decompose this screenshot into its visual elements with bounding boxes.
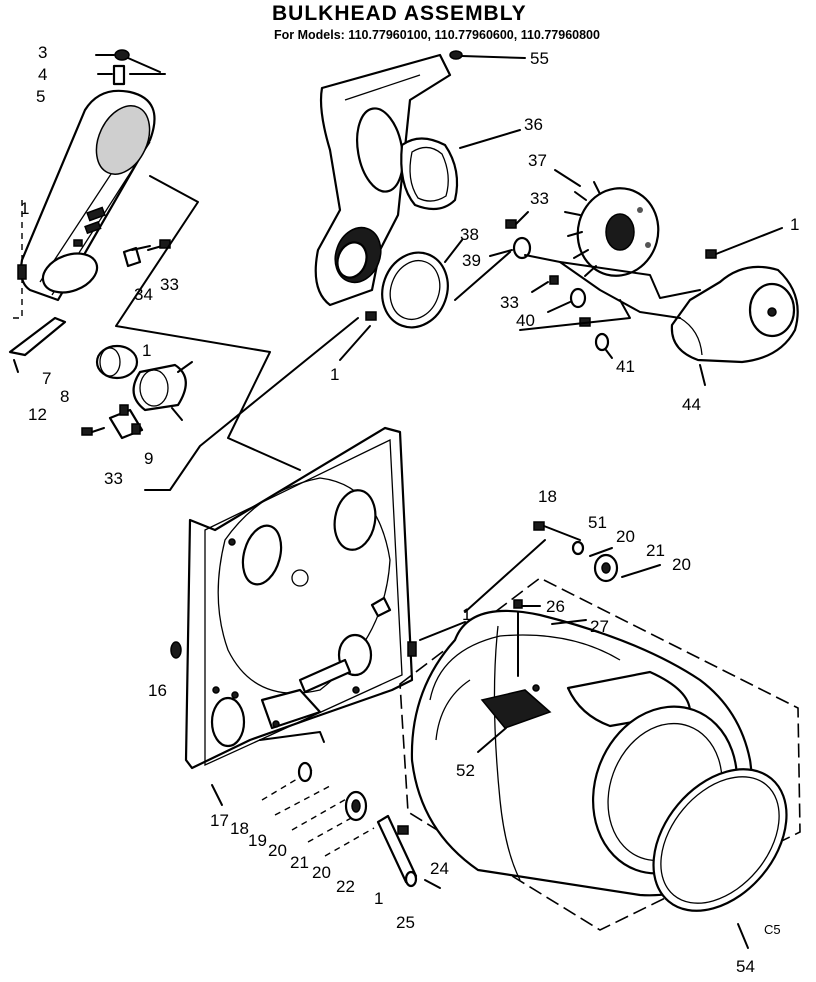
callout-25: 25 xyxy=(396,913,415,932)
callout-18: 18 xyxy=(230,819,249,838)
felt-pad-16 xyxy=(170,641,182,659)
callout-33: 33 xyxy=(104,469,123,488)
callout-4: 4 xyxy=(38,65,47,84)
screw-1-housing xyxy=(339,311,377,361)
gasket-36 xyxy=(400,129,521,211)
screw-55 xyxy=(449,50,526,60)
screw-1-right xyxy=(705,227,783,259)
clip-4 xyxy=(97,64,166,86)
callout-27: 27 xyxy=(590,617,609,636)
callout-55: 55 xyxy=(530,49,549,68)
callout-38: 38 xyxy=(460,225,479,244)
callout-51: 51 xyxy=(588,513,607,532)
callout-3: 3 xyxy=(38,43,47,62)
callout-21: 21 xyxy=(646,541,665,560)
callout-1: 1 xyxy=(330,365,339,384)
callout-1: 1 xyxy=(142,341,151,360)
callout-37: 37 xyxy=(528,151,547,170)
screw-26 xyxy=(513,599,541,677)
front-bulkhead-panel xyxy=(184,426,414,770)
sensor-7 xyxy=(95,344,139,380)
roller-assembly-rear xyxy=(464,521,661,613)
callout-20: 20 xyxy=(268,841,287,860)
callout-39: 39 xyxy=(462,251,481,270)
impeller-37 xyxy=(554,169,660,277)
callout-33: 33 xyxy=(500,293,519,312)
corner-code: C5 xyxy=(764,922,781,937)
baffle-52 xyxy=(477,727,507,753)
callout-41: 41 xyxy=(616,357,635,376)
callout-22: 22 xyxy=(336,877,355,896)
callout-20: 20 xyxy=(672,555,691,574)
callout-34: 34 xyxy=(134,285,153,304)
callout-9: 9 xyxy=(144,449,153,468)
callout-44: 44 xyxy=(682,395,701,414)
screw-41 xyxy=(579,317,613,359)
blower-housing-44 xyxy=(670,265,799,386)
callout-26: 26 xyxy=(546,597,565,616)
duct-cover-part xyxy=(19,89,156,302)
callout-40: 40 xyxy=(516,311,535,330)
callout-8: 8 xyxy=(60,387,69,406)
callout-7: 7 xyxy=(42,369,51,388)
roller-shaft-24 xyxy=(376,814,441,889)
callout-18: 18 xyxy=(538,487,557,506)
screw-33-d xyxy=(531,275,559,293)
callout-1: 1 xyxy=(20,199,29,218)
model-list: For Models: 110.77960100, 110.77960600, … xyxy=(274,28,600,42)
callout-16: 16 xyxy=(148,681,167,700)
callout-12: 12 xyxy=(28,405,47,424)
callout-20: 20 xyxy=(312,863,331,882)
screw-33-c xyxy=(505,211,529,229)
roller-21 xyxy=(344,790,368,822)
page-title: BULKHEAD ASSEMBLY xyxy=(272,2,527,25)
blower-housing-part xyxy=(314,53,452,307)
screw-1-bulkhead xyxy=(370,596,466,657)
callout-52: 52 xyxy=(456,761,475,780)
callout-20: 20 xyxy=(616,527,635,546)
roller-18 xyxy=(297,761,313,783)
nut-34 xyxy=(122,245,151,268)
callout-5: 5 xyxy=(36,87,45,106)
thermostat-8 xyxy=(132,361,193,421)
callout-33: 33 xyxy=(160,275,179,294)
fuse-block-9 xyxy=(108,404,144,440)
callout-36: 36 xyxy=(524,115,543,134)
callout-21: 21 xyxy=(290,853,309,872)
callout-24: 24 xyxy=(430,859,449,878)
callout-17: 17 xyxy=(210,811,229,830)
callout-33: 33 xyxy=(530,189,549,208)
drum-belt-54 xyxy=(652,768,788,949)
seal-38 xyxy=(381,239,463,329)
callout-1: 1 xyxy=(374,889,383,908)
screw-33-b xyxy=(81,427,105,436)
screw-1-left xyxy=(17,264,27,280)
clip-40 xyxy=(547,287,587,313)
callout-19: 19 xyxy=(248,831,267,850)
screw-3 xyxy=(95,49,161,73)
callout-54: 54 xyxy=(736,957,755,976)
callout-1: 1 xyxy=(790,215,799,234)
washer-39 xyxy=(454,236,532,301)
callout-1: 1 xyxy=(462,605,471,624)
